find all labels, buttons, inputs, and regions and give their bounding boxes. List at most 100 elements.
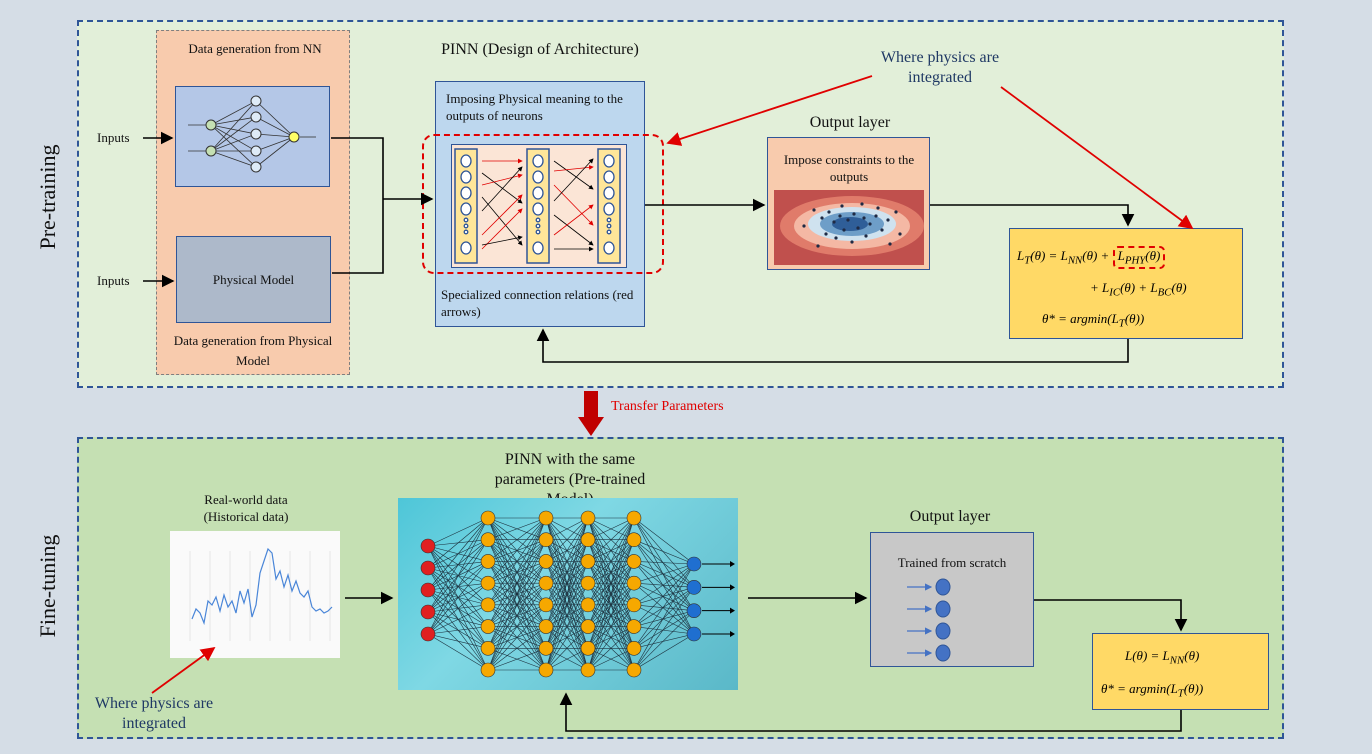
data-generation-group [156, 30, 350, 375]
network-edge [427, 517, 489, 613]
network-neuron [580, 640, 596, 656]
network-edge [633, 539, 695, 588]
network-edge [545, 648, 589, 671]
transfer-parameters-label: Transfer Parameters [611, 399, 724, 414]
network-edge [633, 539, 695, 611]
network-edge [427, 517, 489, 547]
network-output-arrowhead [730, 607, 735, 614]
network-edge [487, 626, 547, 671]
network-edge [633, 517, 695, 565]
output-layer-title-bottom: Output layer [909, 508, 991, 525]
network-edge [487, 517, 547, 671]
network-edge [427, 633, 489, 649]
theta-star-equation-top: θ* = argmin(LT(θ)) [1042, 311, 1145, 330]
network-neuron [538, 597, 554, 613]
network-edge [487, 517, 547, 540]
network-edge [487, 517, 547, 627]
network-neuron [480, 619, 496, 634]
transfer-arrow [578, 391, 604, 436]
network-neuron [626, 532, 642, 548]
network-edge [545, 517, 589, 627]
network-edge [633, 561, 695, 565]
network-neuron [480, 640, 496, 656]
network-edge [427, 604, 489, 635]
network-neuron [480, 510, 496, 526]
network-edge [633, 517, 695, 611]
theta-star-equation-bottom: θ* = argmin(LT(θ)) [1101, 681, 1204, 700]
impose-constraints-text: Impose constraints to the outputs [783, 152, 915, 184]
network-neuron [686, 580, 702, 595]
network-edge [427, 517, 489, 635]
network-neuron [580, 532, 596, 548]
network-edge [633, 610, 695, 627]
output-neurons-icon [907, 578, 951, 662]
loss-total-equation: LT(θ) = LNN(θ) + LPHY(θ) [1017, 246, 1166, 269]
network-edge [633, 626, 695, 635]
network-neuron [538, 619, 554, 634]
network-edge [427, 626, 489, 635]
pretrained-network-graph [420, 510, 735, 678]
network-neuron [626, 554, 642, 569]
network-neuron [480, 554, 496, 569]
network-edge [545, 517, 589, 605]
network-edge [633, 561, 695, 611]
network-neuron [538, 554, 554, 569]
contour-plot-image [774, 190, 924, 265]
network-edge [487, 582, 547, 671]
network-edge [633, 587, 695, 627]
network-edge [587, 539, 635, 671]
network-neuron [580, 619, 596, 634]
realworld-chart-image [170, 531, 340, 658]
network-edge [487, 539, 547, 671]
network-edge [545, 517, 589, 562]
network-edge [427, 517, 489, 591]
network-edge [587, 626, 635, 671]
network-neuron [538, 510, 554, 526]
network-edge [587, 517, 635, 627]
network-neuron [480, 575, 496, 591]
network-neuron [580, 575, 596, 591]
network-edge [545, 561, 589, 671]
network-edge [633, 587, 695, 649]
network-edge [633, 517, 695, 588]
network-edge [587, 604, 635, 671]
network-neuron [686, 626, 702, 642]
network-edge [487, 648, 547, 671]
where-physics-top: Where physics are integrated [880, 49, 1000, 86]
network-edge [587, 517, 635, 562]
network-edge [633, 582, 695, 588]
network-neuron [480, 662, 496, 678]
network-neuron [538, 662, 554, 678]
network-edge [487, 517, 547, 584]
pretraining-label: Pre-training [35, 144, 60, 250]
physics-highlight-dashed [422, 134, 664, 274]
network-output-arrowhead [730, 631, 735, 637]
network-edge [545, 583, 589, 671]
network-edge [587, 517, 635, 584]
network-neuron [626, 510, 642, 526]
network-edge [545, 517, 589, 671]
network-neuron [626, 662, 642, 678]
network-neuron [626, 575, 642, 591]
network-edge [633, 517, 695, 635]
loss-nn-equation: L(θ) = LNN(θ) [1125, 648, 1200, 667]
realworld-title: Real-world data (Historical data) [203, 492, 289, 524]
network-edge [633, 563, 695, 584]
network-edge [633, 582, 695, 635]
network-edge [633, 539, 695, 635]
network-edge [487, 517, 547, 649]
network-neuron [626, 640, 642, 656]
network-edge [427, 561, 489, 635]
network-edge [587, 517, 635, 605]
output-layer-title-top: Output layer [809, 114, 891, 131]
pinn-inner-network [451, 144, 627, 268]
network-neuron [580, 510, 596, 526]
network-neuron [580, 662, 596, 678]
output-layer-box-bottom [870, 532, 1034, 667]
network-edge [587, 517, 635, 540]
network-edge [633, 582, 695, 611]
pinn-title: PINN (Design of Architecture) [441, 41, 639, 58]
network-edge [427, 539, 489, 635]
physical-model-box: Physical Model [176, 236, 331, 323]
